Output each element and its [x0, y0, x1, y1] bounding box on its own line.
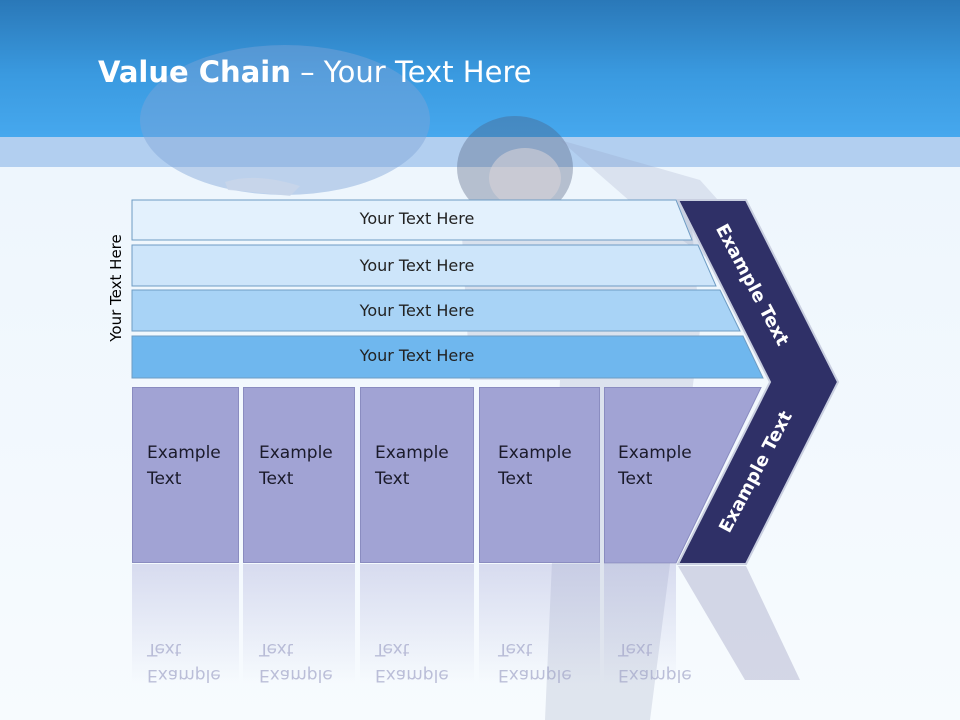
box-1-text: Example Text [147, 443, 221, 489]
page-title: Value Chain – Your Text Here [98, 52, 532, 92]
activity-box-3 [360, 387, 474, 563]
title-rest: – Your Text Here [290, 55, 532, 89]
header-subband [0, 137, 960, 167]
box-3-reflection-text: Example Text [375, 639, 449, 685]
box-4-reflection [479, 564, 600, 684]
box-1-reflection-text: Example Text [147, 639, 221, 685]
chevron-reflection [678, 566, 800, 680]
box-2-reflection [243, 564, 355, 684]
bar-3 [131, 289, 741, 332]
box-3-text: Example Text [375, 443, 449, 489]
header-band [0, 0, 960, 137]
bar-4-label: Your Text Here [359, 346, 475, 365]
bar-4 [131, 335, 764, 379]
activity-box-2 [243, 387, 355, 563]
bar-1-label: Your Text Here [359, 209, 475, 228]
activity-box-4 [479, 387, 600, 563]
bar-2-label: Your Text Here [359, 256, 475, 275]
title-bold: Value Chain [98, 55, 291, 89]
box-5-text: Example Text [618, 443, 692, 489]
activity-box-5 [604, 387, 762, 564]
bar-3-label: Your Text Here [359, 301, 475, 320]
box-1-reflection [132, 564, 239, 684]
box-2-text: Example Text [259, 443, 333, 489]
box-4-text: Example Text [498, 443, 572, 489]
chevron-arrow [676, 199, 840, 565]
box-2-reflection-text: Example Text [259, 639, 333, 685]
box-5-reflection [604, 564, 676, 684]
bar-2 [131, 244, 717, 287]
activity-box-1 [132, 387, 239, 563]
box-3-reflection [360, 564, 474, 684]
bar-1 [131, 199, 693, 241]
box-5-reflection-text: Example Text [618, 639, 692, 685]
box-4-reflection-text: Example Text [498, 639, 572, 685]
